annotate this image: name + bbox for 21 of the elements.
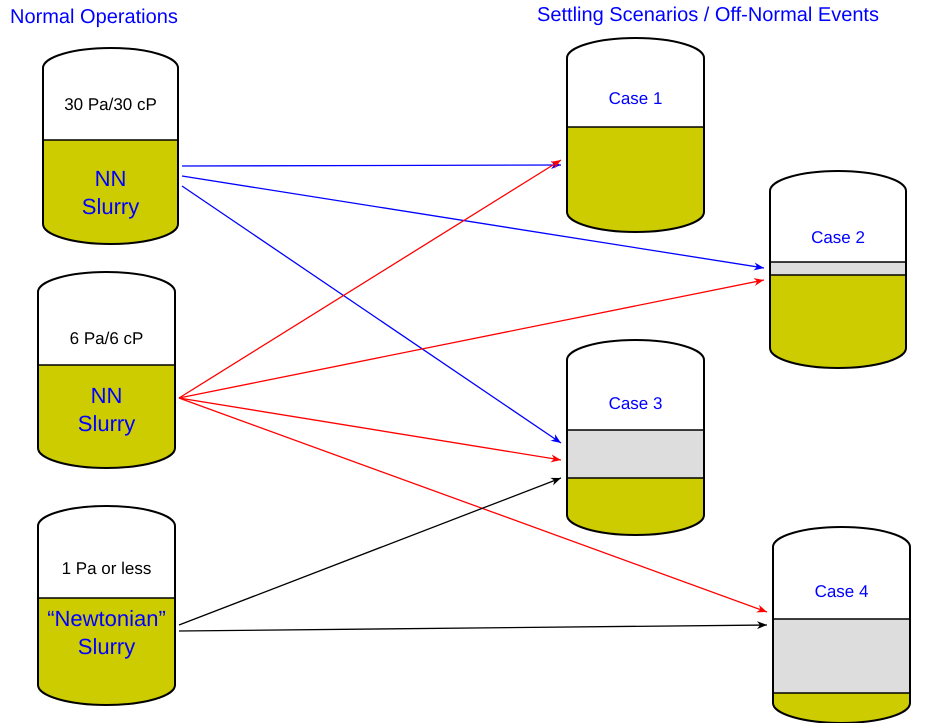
slurry-label: “Newtonian” Slurry	[46, 605, 167, 661]
arrow	[179, 621, 767, 632]
arrow	[182, 185, 562, 444]
arrow	[182, 161, 561, 170]
arrow	[178, 477, 562, 626]
arrow	[178, 159, 562, 399]
arrow	[182, 175, 764, 270]
arrow	[178, 397, 562, 462]
tank-label: Case 1	[608, 89, 664, 109]
arrow	[178, 397, 768, 613]
tank-label: 6 Pa/6 cP	[68, 329, 144, 349]
tank-label: Case 4	[814, 582, 870, 602]
slurry-label: NN Slurry	[80, 165, 140, 221]
slurry-label: NN Slurry	[76, 382, 136, 438]
column-heading: Normal Operations	[10, 6, 178, 29]
tank-label: 1 Pa or less	[60, 559, 152, 579]
column-heading: Settling Scenarios / Off-Normal Events	[537, 4, 879, 27]
arrow	[178, 278, 764, 399]
tank-label: Case 2	[810, 228, 866, 248]
tank-label: 30 Pa/30 cP	[63, 95, 158, 115]
tank-label: Case 3	[608, 394, 664, 414]
